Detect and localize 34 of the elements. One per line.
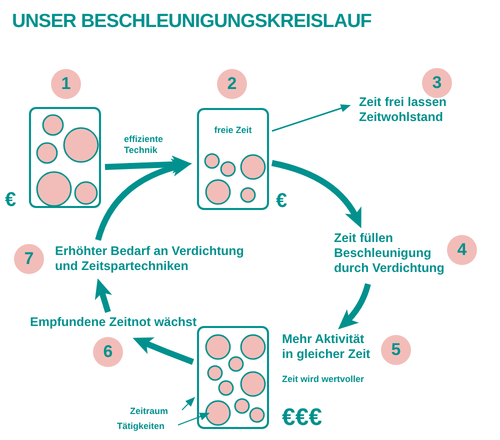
step-text: Zeitraum — [130, 405, 168, 418]
step-number: 5 — [381, 335, 411, 365]
step-text: Zeit füllen Beschleunigung durch Verdichtung — [334, 231, 446, 276]
box-caption: freie Zeit — [213, 124, 253, 137]
step-text: Erhöhter Bedarf an Verdichtung und Zeitspartechniken — [55, 244, 245, 274]
euro-sign: €€€ — [282, 406, 322, 430]
arrow — [104, 155, 192, 174]
step-text: Zeit wird wertvoller — [282, 373, 366, 386]
euro-sign: € — [276, 191, 288, 211]
arrow — [271, 160, 362, 228]
step-number: 4 — [447, 235, 477, 265]
step-text: Mehr Aktivität in gleicher Zeit — [282, 332, 372, 362]
edge-label: effiziente Technik — [124, 134, 164, 156]
step-number: 3 — [422, 68, 452, 98]
container-box — [29, 107, 101, 208]
step-number: 2 — [217, 69, 247, 99]
arrow — [94, 278, 112, 313]
step-text: Zeit frei lassen — [359, 95, 448, 110]
container-box — [197, 108, 269, 210]
step-text: Zeitwohlstand — [359, 110, 444, 125]
leader-line — [182, 396, 196, 410]
container-box — [197, 326, 269, 429]
step-text: Tätigkeiten — [117, 420, 165, 433]
diagram-title: UNSER BESCHLEUNIGUNGSKREISLAUF — [12, 10, 372, 34]
leader-line — [178, 412, 210, 426]
arrow — [338, 283, 371, 330]
euro-sign: € — [5, 190, 16, 210]
arrow — [95, 159, 192, 241]
arrow — [132, 337, 194, 365]
arrow — [272, 104, 351, 132]
step-number: 6 — [93, 337, 123, 367]
step-text: Empfundene Zeitnot wächst — [30, 315, 197, 330]
step-number: 7 — [14, 244, 44, 274]
step-number: 1 — [51, 69, 81, 99]
